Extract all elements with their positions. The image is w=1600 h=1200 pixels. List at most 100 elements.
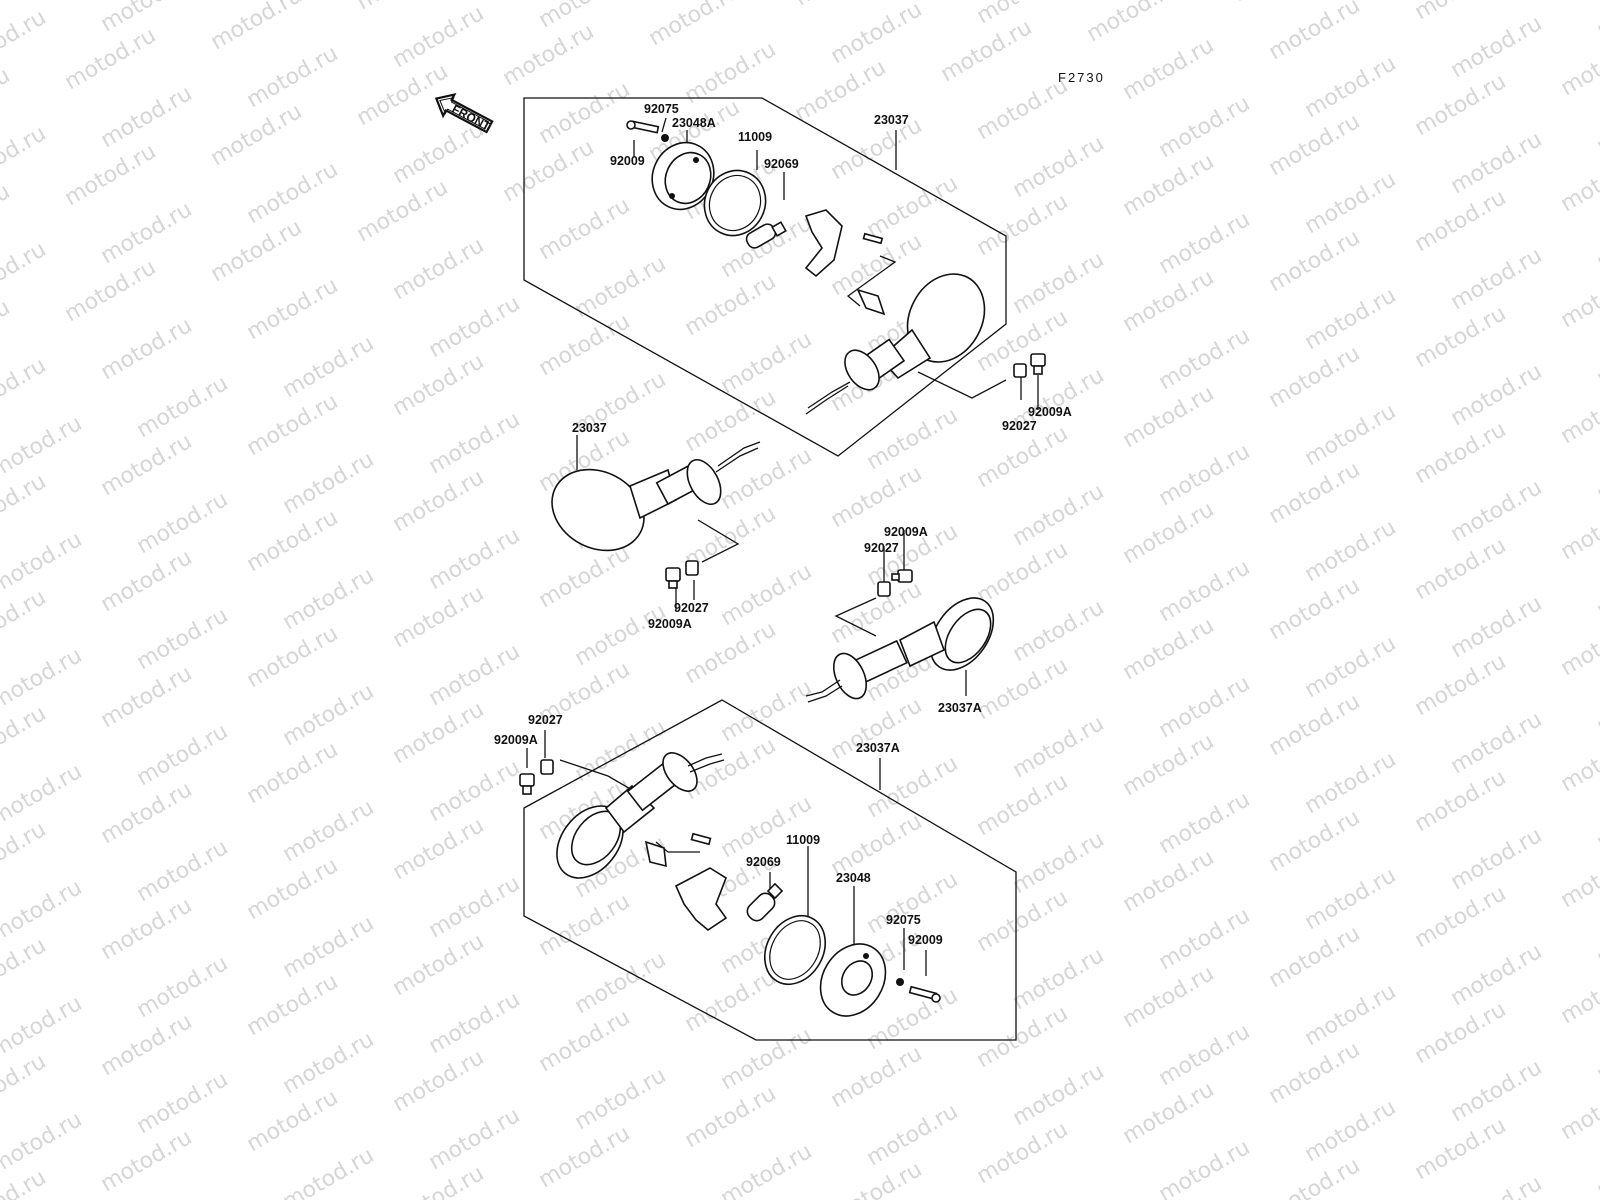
nut-92027-bottom <box>540 759 554 775</box>
watermark-text: motod.ru <box>1593 0 1600 43</box>
label-23037A-bottom: 23037A <box>856 741 900 755</box>
label-11009-top: 11009 <box>738 130 772 144</box>
watermark-text: motod.ru <box>0 353 50 425</box>
label-92069-top: 92069 <box>764 157 799 171</box>
watermark-text: motod.ru <box>1411 0 1511 25</box>
label-92009A-mid-right: 92009A <box>884 525 928 539</box>
watermark-text: motod.ru <box>535 193 635 265</box>
watermark-text: motod.ru <box>0 5 50 77</box>
watermark-text: motod.ru <box>1557 261 1600 333</box>
label-23048A: 23048A <box>672 116 716 130</box>
top-assembly-outline <box>523 97 1007 457</box>
washer-92075-bottom <box>896 978 904 986</box>
watermark-text: motod.ru <box>207 0 307 55</box>
small-screw-bottom <box>690 832 712 846</box>
label-92009A-top: 92009A <box>1028 405 1072 419</box>
leader-line <box>655 841 700 853</box>
label-92009A-mid-left: 92009A <box>648 617 692 631</box>
label-23037A-mid-right: 23037A <box>938 701 982 715</box>
watermark-text: motod.ru <box>1557 725 1600 797</box>
terminal-clip-bottom <box>644 840 667 868</box>
watermark-text: motod.ru <box>645 0 745 51</box>
leader-line <box>834 597 877 637</box>
watermark-text: motod.ru <box>1083 0 1183 47</box>
bolt-92009A-mid-right <box>891 569 913 583</box>
watermark-text: motod.ru <box>1593 551 1600 623</box>
bottom-assembly-outline <box>523 699 1017 1041</box>
nut-92027-mid-left <box>685 560 699 576</box>
watermark-text: motod.ru <box>0 643 86 715</box>
watermark-text: motod.ru <box>0 817 50 889</box>
label-92075-bottom: 92075 <box>886 913 921 927</box>
gasket-11009-top <box>703 169 767 237</box>
watermark-text: motod.ru <box>1155 1135 1255 1200</box>
watermark-text: motod.ru <box>243 273 343 345</box>
watermark-text: motod.ru <box>1593 1131 1600 1200</box>
watermark-text: motod.ru <box>0 701 50 773</box>
watermark-text: motod.ru <box>0 295 14 367</box>
label-23048: 23048 <box>836 871 871 885</box>
figure-code: F2730 <box>1058 70 1105 85</box>
watermark-text: motod.ru <box>1557 957 1600 1029</box>
nut-92027-mid-right <box>877 581 891 597</box>
label-23037-mid-left: 23037 <box>572 421 607 435</box>
bulb-92069-bottom <box>746 882 784 922</box>
washer-92075-top <box>661 134 669 142</box>
watermark-text: motod.ru <box>1229 0 1329 7</box>
watermark-text: motod.ru <box>1557 609 1600 681</box>
socket-bracket-bottom <box>674 867 728 931</box>
bolt-92009A-mid-left <box>665 567 681 589</box>
watermark-text: motod.ru <box>0 1107 86 1179</box>
turn-signal-23037-top <box>805 273 986 415</box>
label-11009-bottom: 11009 <box>786 833 820 847</box>
watermark-text: motod.ru <box>279 1143 379 1200</box>
turn-signal-23037A-mid-right <box>805 597 995 703</box>
label-92009-bottom: 92009 <box>908 933 943 947</box>
label-92075-top: 92075 <box>644 102 679 116</box>
watermark-text: motod.ru <box>1593 87 1600 159</box>
watermark-text: motod.ru <box>353 0 453 15</box>
terminal-clip-top <box>856 288 886 316</box>
watermark-text: motod.ru <box>1593 899 1600 971</box>
label-92009A-bottom: 92009A <box>494 733 538 747</box>
label-92027-mid-left: 92027 <box>674 601 709 615</box>
gasket-11009-bottom <box>764 915 826 985</box>
watermark-text: motod.ru <box>0 933 50 1005</box>
bolt-92009A-top <box>1030 353 1046 375</box>
label-92009-top: 92009 <box>610 154 645 168</box>
watermark-text: motod.ru <box>717 1139 817 1200</box>
watermark-text: motod.ru <box>0 63 14 135</box>
label-92027-top: 92027 <box>1002 419 1037 433</box>
watermark-text: motod.ru <box>0 121 50 193</box>
watermark-text: motod.ru <box>97 313 197 385</box>
watermark-text: motod.ru <box>1557 841 1600 913</box>
screw-92009-top <box>626 120 660 134</box>
watermark-text: motod.ru <box>0 991 86 1063</box>
watermark-text: motod.ru <box>1265 0 1365 65</box>
lens-23048A <box>651 141 715 211</box>
watermark-text: motod.ru <box>1557 29 1600 101</box>
bulb-92069-top <box>745 221 787 249</box>
leader-line <box>697 519 740 563</box>
leader-line <box>661 117 667 133</box>
small-screw-top <box>862 232 884 245</box>
lens-23048 <box>819 943 887 1017</box>
label-92069-bottom: 92069 <box>746 855 781 869</box>
screw-92009-bottom <box>908 985 941 1003</box>
watermark-text: motod.ru <box>1557 1073 1600 1145</box>
watermark-text: motod.ru <box>1593 319 1600 391</box>
label-92027-bottom: 92027 <box>528 713 563 727</box>
watermark-text: motod.ru <box>0 585 50 657</box>
turn-signal-housing-23037A-bottom <box>556 752 725 879</box>
watermark-text: motod.ru <box>791 0 891 11</box>
watermark-text: motod.ru <box>1593 1015 1600 1087</box>
watermark-text: motod.ru <box>1447 1171 1547 1200</box>
watermark-text: motod.ru <box>0 1049 50 1121</box>
watermark-text: motod.ru <box>1557 377 1600 449</box>
watermark-text: motod.ru <box>0 527 86 599</box>
watermark-text: motod.ru <box>1557 493 1600 565</box>
watermark-text: motod.ru <box>1593 667 1600 739</box>
watermark-text: motod.ru <box>0 179 14 251</box>
